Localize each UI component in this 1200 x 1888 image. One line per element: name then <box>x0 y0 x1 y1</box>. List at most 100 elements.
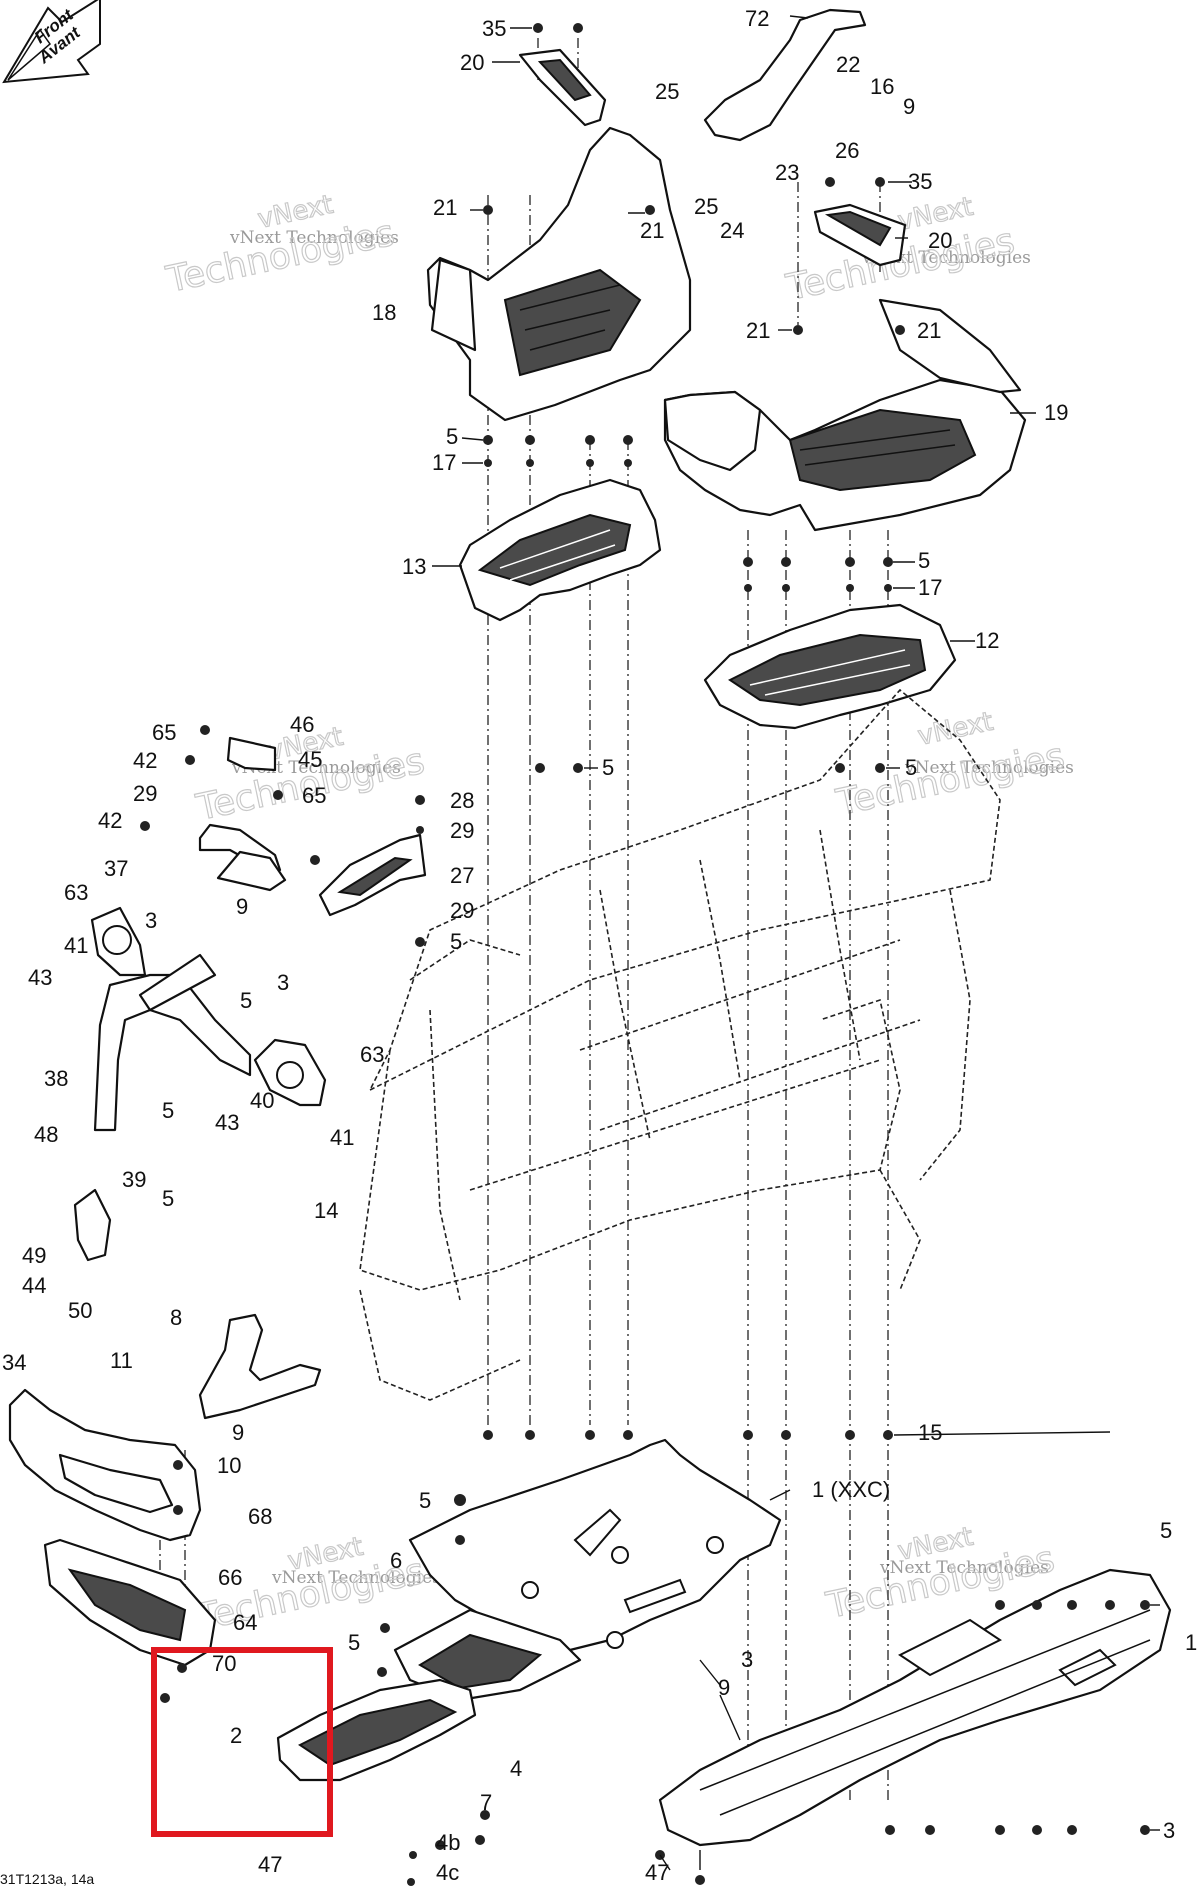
callout-5: 5 <box>348 1630 360 1655</box>
callout-11: 11 <box>110 1348 133 1373</box>
callout-44: 44 <box>22 1273 46 1298</box>
part-19-body-panel <box>663 298 1027 532</box>
callout-4b: 4b <box>436 1830 460 1855</box>
part-41-plate-left <box>90 906 147 977</box>
callout-4: 4 <box>510 1756 522 1781</box>
callout-13: 13 <box>402 554 426 579</box>
callout-9: 9 <box>903 94 915 119</box>
callout-65: 65 <box>302 783 326 808</box>
callout-25: 25 <box>655 79 679 104</box>
watermark-large: Technologies <box>832 736 1068 824</box>
callout-4c: 4c <box>436 1860 459 1885</box>
callout-64: 64 <box>233 1610 257 1635</box>
callout-17: 17 <box>918 575 942 600</box>
callout-43: 43 <box>215 1110 239 1135</box>
callout-5: 5 <box>162 1098 174 1123</box>
callout-63: 63 <box>360 1042 384 1067</box>
callout-5: 5 <box>450 929 462 954</box>
callout-3: 3 <box>1163 1818 1175 1843</box>
callout-38: 38 <box>44 1066 68 1091</box>
part-72-mount-bracket <box>703 8 867 142</box>
callout-34: 34 <box>2 1350 26 1375</box>
callout-9: 9 <box>718 1675 730 1700</box>
watermark-small: vNext Technologies <box>879 1558 1049 1578</box>
part-41-plate-right <box>253 1038 327 1107</box>
part-38-bumper-bar <box>93 953 252 1132</box>
part-37-bracket <box>198 823 287 892</box>
part-13-support-frame <box>458 478 662 622</box>
part-34-front-bumper <box>8 1388 202 1542</box>
callout-5: 5 <box>918 548 930 573</box>
part-27-mount-bracket <box>318 833 427 917</box>
watermark-small: vNext Technologies <box>271 1568 441 1588</box>
callout-39: 39 <box>122 1167 146 1192</box>
callout-40: 40 <box>250 1088 274 1113</box>
callout-25: 25 <box>694 194 718 219</box>
callout-3: 3 <box>741 1647 753 1672</box>
callout-5: 5 <box>162 1186 174 1211</box>
leader-lines <box>432 15 1160 1871</box>
callout-1: 1 <box>1185 1630 1197 1655</box>
callout-16: 16 <box>870 74 894 99</box>
callout-3: 3 <box>277 970 289 995</box>
highlight-box <box>151 1647 333 1837</box>
callout-70: 70 <box>212 1651 236 1676</box>
callout-20: 20 <box>460 50 484 75</box>
front-arrow-icon: Front Avant <box>2 0 101 84</box>
callout-20: 20 <box>928 228 952 253</box>
callout-35: 35 <box>908 169 932 194</box>
part-18-body-panel <box>426 126 692 422</box>
callout-9: 9 <box>232 1420 244 1445</box>
part-20-footrest-bracket <box>518 48 607 127</box>
figure-reference: 31T1213a, 14a <box>0 1871 94 1887</box>
callout-68: 68 <box>248 1504 272 1529</box>
callout-63: 63 <box>64 880 88 905</box>
callout-21: 21 <box>433 195 457 220</box>
watermark-small: vNext Technologies <box>861 248 1031 268</box>
part-20-footrest-bracket-right <box>813 203 907 267</box>
callout-50: 50 <box>68 1298 92 1323</box>
callout-65: 65 <box>152 720 176 745</box>
callout-18: 18 <box>372 300 396 325</box>
callout-46: 46 <box>290 712 314 737</box>
callout-48: 48 <box>34 1122 58 1147</box>
callout-66: 66 <box>218 1565 242 1590</box>
callout-6: 6 <box>390 1548 402 1573</box>
callout-12: 12 <box>975 628 999 653</box>
callout-9: 9 <box>236 894 248 919</box>
callout-45: 45 <box>298 747 322 772</box>
part-6-rail <box>393 1608 582 1702</box>
part-1-main-skid-plate <box>658 1568 1172 1847</box>
part-8-control-arm <box>198 1313 322 1420</box>
callout-5: 5 <box>1160 1518 1172 1543</box>
watermark-prefix: vNext <box>915 707 996 752</box>
callout-15: 15 <box>918 1420 942 1445</box>
callout-21: 21 <box>640 218 664 243</box>
callout-49: 49 <box>22 1243 46 1268</box>
callout-1-xxc: 1 (XXC) <box>812 1477 890 1502</box>
callout-42: 42 <box>98 808 122 833</box>
part-39-bracket <box>73 1188 112 1262</box>
callout-24: 24 <box>720 218 744 243</box>
callout-5: 5 <box>905 755 917 780</box>
callout-47: 47 <box>645 1860 669 1885</box>
callout-5: 5 <box>602 755 614 780</box>
callout-29: 29 <box>133 781 157 806</box>
callout-23: 23 <box>775 160 799 185</box>
callout-14: 14 <box>314 1198 338 1223</box>
callout-22: 22 <box>836 52 860 77</box>
callout-3: 3 <box>145 908 157 933</box>
callout-41: 41 <box>330 1125 354 1150</box>
callout-7: 7 <box>480 1790 492 1815</box>
callout-47: 47 <box>258 1852 282 1877</box>
callout-42: 42 <box>133 748 157 773</box>
callout-41: 41 <box>64 933 88 958</box>
callout-29: 29 <box>450 898 474 923</box>
callout-17: 17 <box>432 450 456 475</box>
callout-5: 5 <box>419 1488 431 1513</box>
callout-26: 26 <box>835 138 859 163</box>
callout-19: 19 <box>1044 400 1068 425</box>
callout-27: 27 <box>450 863 474 888</box>
part-45-bracket <box>226 736 277 772</box>
